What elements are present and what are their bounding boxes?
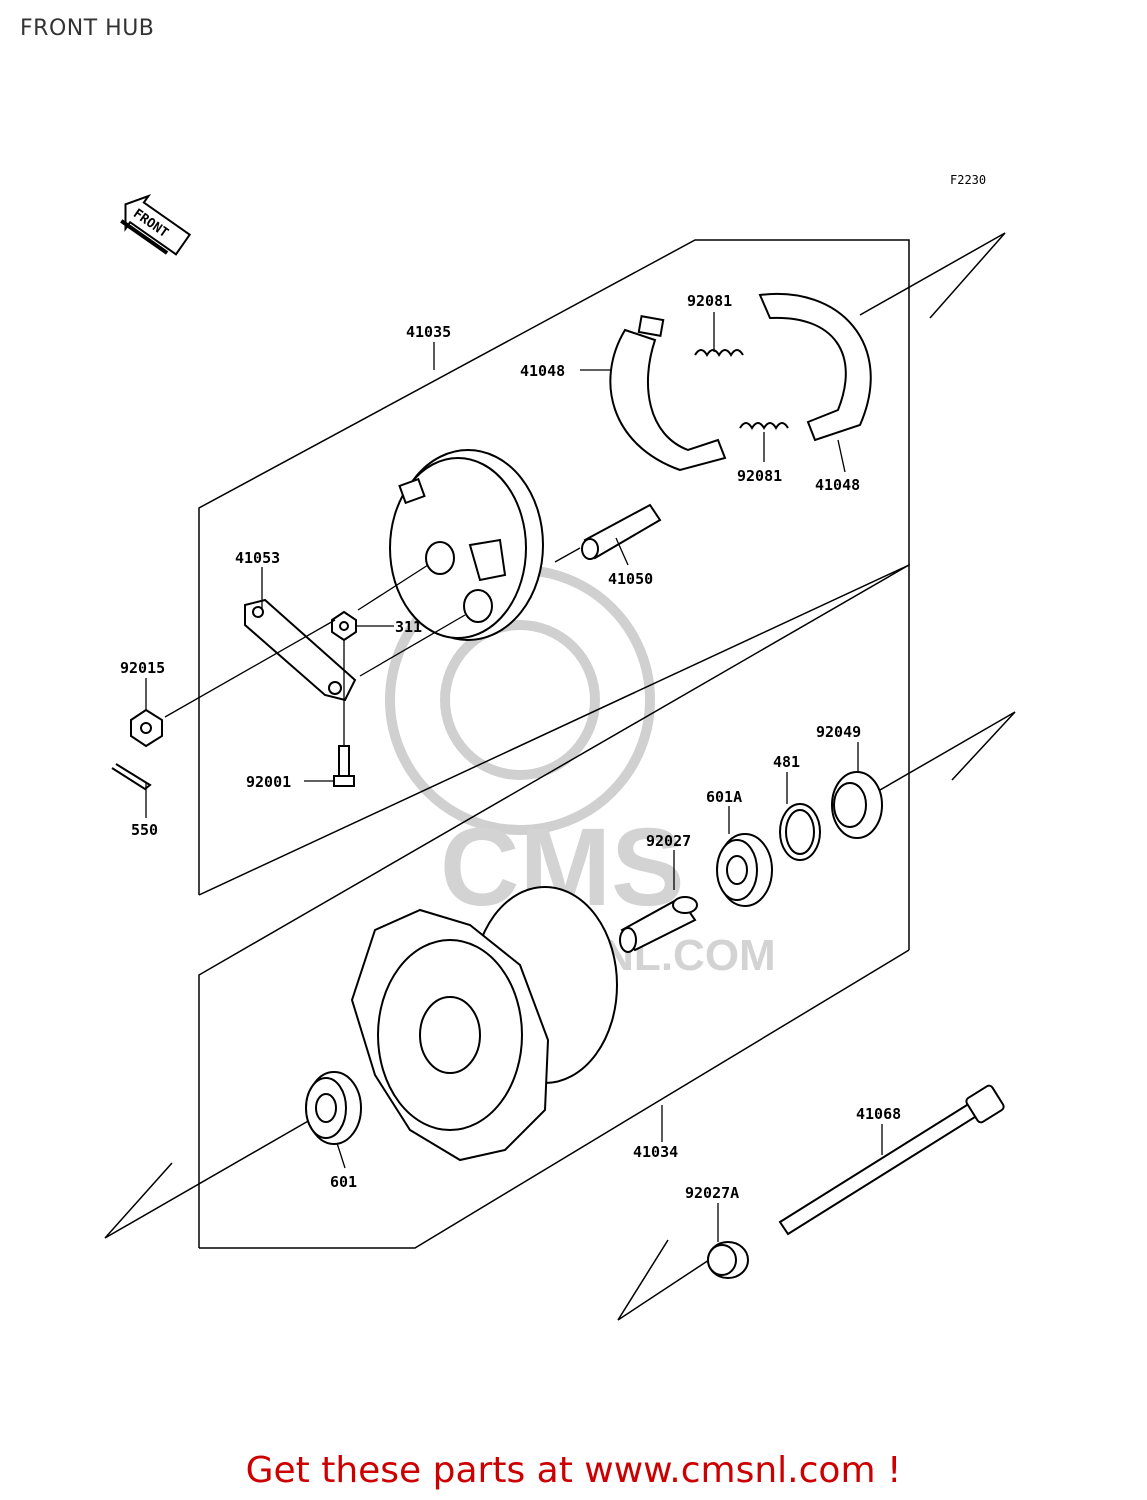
collar-92027a [707, 1241, 749, 1279]
bearing-601a [716, 833, 773, 907]
cotter-pin [111, 763, 152, 791]
page-title: FRONT HUB [20, 16, 155, 41]
label-92027a: 92027A [685, 1184, 739, 1202]
hub [350, 886, 618, 1162]
label-41048-right: 41048 [815, 476, 860, 494]
label-41053: 41053 [235, 549, 280, 567]
figure-code: F2230 [950, 173, 986, 187]
nut-92015 [130, 708, 163, 748]
bearing-601 [305, 1071, 362, 1145]
collar-92027 [619, 896, 698, 953]
brake-arm [244, 598, 357, 702]
label-601: 601 [330, 1173, 357, 1191]
label-92001: 92001 [246, 773, 291, 791]
spring-lower [739, 422, 789, 430]
parts-diagram: CMS WWW.CMSNL.COM F2230 FRONT [104, 173, 1016, 1321]
axis-arrows [104, 232, 1016, 1321]
brake-panel [389, 449, 544, 641]
label-41035: 41035 [406, 323, 451, 341]
circlip-481 [779, 803, 821, 861]
label-41068: 41068 [856, 1105, 901, 1123]
label-92049: 92049 [816, 723, 861, 741]
label-92027: 92027 [646, 832, 691, 850]
nut-311 [331, 610, 357, 642]
label-92081-upper: 92081 [687, 292, 732, 310]
label-481: 481 [773, 753, 800, 771]
front-arrow-icon: FRONT [120, 193, 192, 256]
footer-link[interactable]: Get these parts at www.cmsnl.com ! [245, 1450, 902, 1491]
label-92081-lower: 92081 [737, 467, 782, 485]
oil-seal-92049 [831, 771, 883, 839]
label-41034: 41034 [633, 1143, 678, 1161]
label-92015: 92015 [120, 659, 165, 677]
footer-promo: Get these parts at www.cmsnl.com ! [0, 1450, 1147, 1491]
brake-cam [581, 503, 662, 560]
spring-upper [694, 349, 744, 357]
brake-shoe-left [609, 315, 727, 472]
label-311: 311 [395, 618, 422, 636]
hub-group-outline [198, 563, 910, 1249]
brake-group-outline [198, 239, 910, 896]
label-41048-left: 41048 [520, 362, 565, 380]
axle-41068 [778, 1084, 1005, 1236]
leader-lines [145, 312, 883, 1242]
label-550: 550 [131, 821, 158, 839]
bolt-92001 [333, 745, 355, 787]
label-41050: 41050 [608, 570, 653, 588]
brake-shoe-right [758, 292, 872, 442]
label-601a: 601A [706, 788, 742, 806]
